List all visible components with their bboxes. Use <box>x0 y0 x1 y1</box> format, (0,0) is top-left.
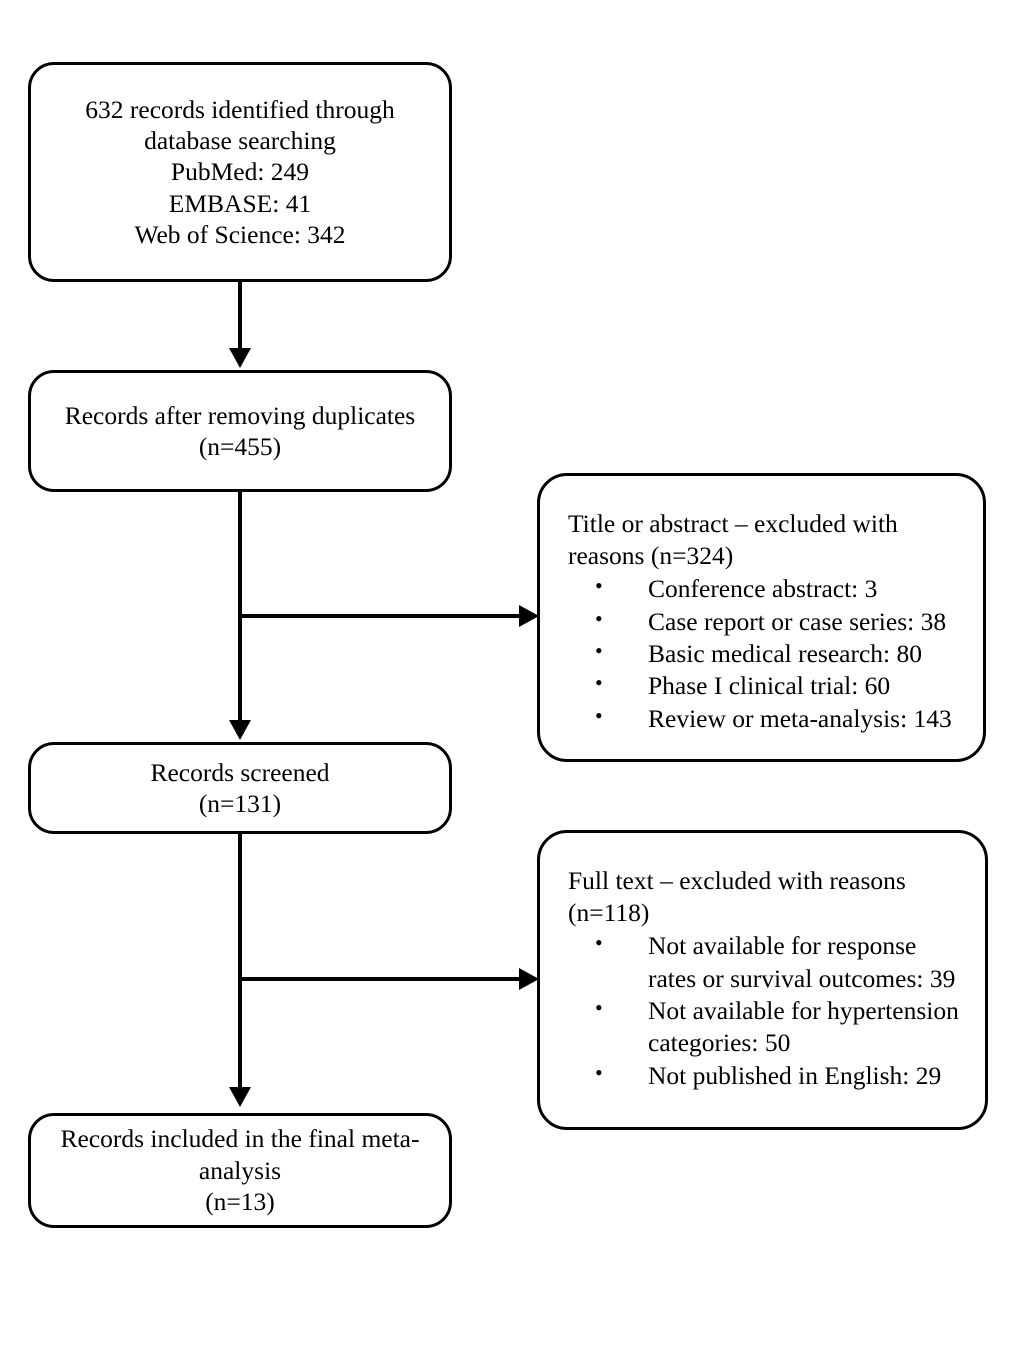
node-line: Records included in the final meta- <box>60 1124 420 1154</box>
exclusion-reason-list: Conference abstract: 3 Case report or ca… <box>568 572 965 735</box>
node-full-text-exclusions: Full text – excluded with reasons (n=118… <box>537 830 988 1130</box>
exclusion-reason-item: Not available for hypertension categorie… <box>568 994 967 1060</box>
connector-duplicates-to-screened <box>238 492 242 724</box>
arrowhead-right-icon <box>519 968 539 990</box>
node-line: analysis <box>198 1155 282 1185</box>
node-line: PubMed: 249 <box>170 157 310 187</box>
exclusion-reason-list: Not available for response rates or surv… <box>568 929 967 1092</box>
node-line: EMBASE: 41 <box>168 188 312 218</box>
connector-to-title-abstract-exclusions <box>240 614 522 618</box>
arrowhead-right-icon <box>519 605 539 627</box>
node-line: Records screened <box>150 757 330 787</box>
exclusion-reason-item: Conference abstract: 3 <box>568 572 965 605</box>
exclusion-heading: Title or abstract – excluded with reason… <box>568 509 898 571</box>
node-records-identified: 632 records identified through database … <box>28 62 452 282</box>
node-line: (n=131) <box>198 789 282 818</box>
exclusion-reason-item: Review or meta-analysis: 143 <box>568 702 965 735</box>
node-line: (n=13) <box>205 1187 275 1217</box>
exclusion-reason-item: Not published in English: 29 <box>568 1059 967 1092</box>
node-title-abstract-exclusions: Title or abstract – excluded with reason… <box>537 473 986 762</box>
connector-screened-to-included <box>238 834 242 1091</box>
connector-to-full-text-exclusions <box>240 977 522 981</box>
node-line: database searching <box>144 125 336 155</box>
exclusion-reason-item: Phase I clinical trial: 60 <box>568 669 965 702</box>
exclusion-reason-item: Basic medical research: 80 <box>568 637 965 670</box>
arrowhead-down-icon <box>229 720 251 740</box>
node-line: Records after removing duplicates <box>64 400 416 430</box>
arrowhead-down-icon <box>229 348 251 368</box>
exclusion-reason-item: Not available for response rates or surv… <box>568 929 967 995</box>
connector-identified-to-duplicates <box>238 282 242 352</box>
node-records-included: Records included in the final meta- anal… <box>28 1113 452 1228</box>
node-line: 632 records identified through <box>85 94 395 124</box>
node-records-after-duplicates: Records after removing duplicates (n=455… <box>28 370 452 492</box>
node-line: Web of Science: 342 <box>134 220 346 250</box>
node-line: (n=455) <box>198 432 282 461</box>
node-records-screened: Records screened (n=131) <box>28 742 452 834</box>
arrowhead-down-icon <box>229 1087 251 1107</box>
exclusion-reason-item: Case report or case series: 38 <box>568 605 965 638</box>
exclusion-heading: Full text – excluded with reasons (n=118… <box>568 866 906 928</box>
